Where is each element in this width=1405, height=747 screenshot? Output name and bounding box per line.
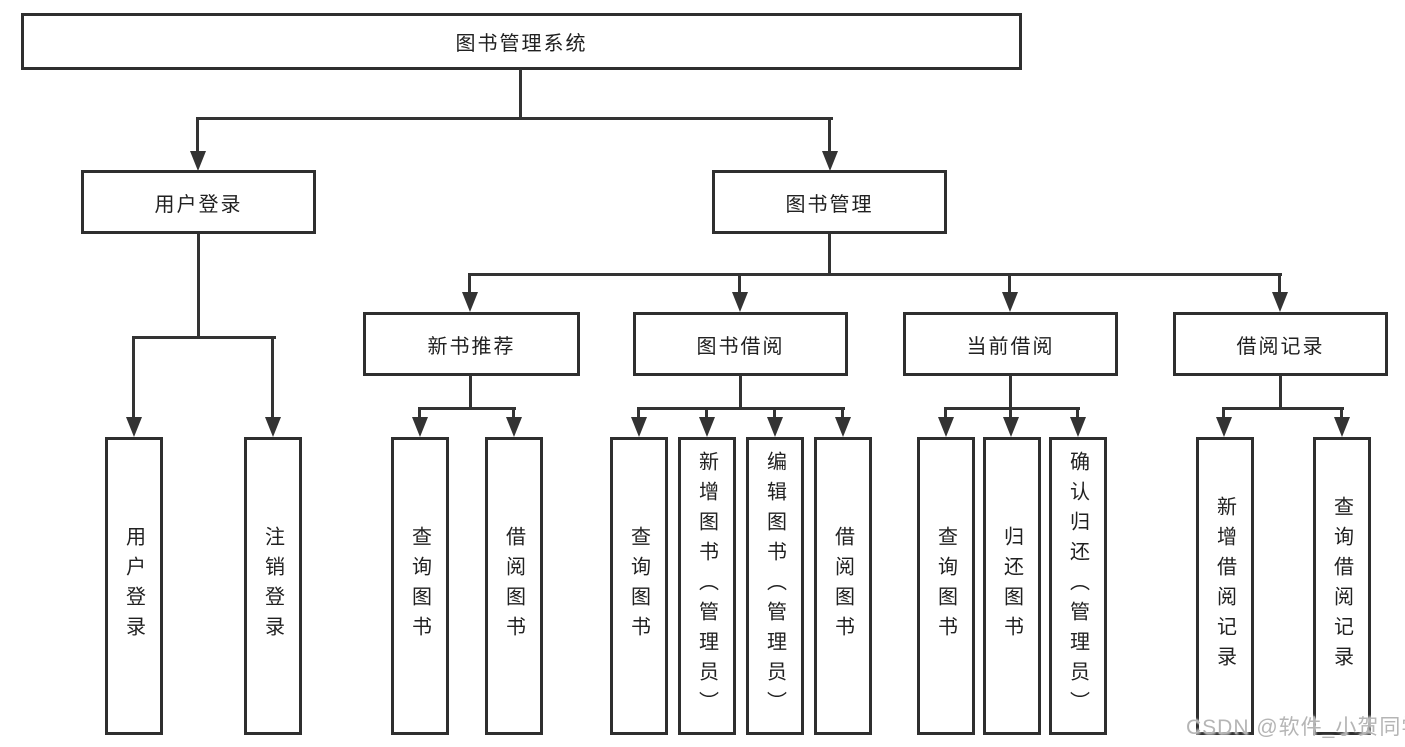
arrow-down-borrow-books-2 (835, 407, 851, 437)
node-edit-books-admin: 编辑图书（管理员） (746, 437, 804, 735)
node-label: 注销登录 (261, 526, 284, 646)
node-label: 新书推荐 (427, 335, 516, 358)
connector-user-login-rail (133, 336, 276, 339)
arrow-down-borrowing-records (1272, 273, 1288, 312)
node-label: 新增借阅记录 (1213, 496, 1236, 676)
node-label: 图书管理 (785, 193, 874, 216)
node-borrow-books-1: 借阅图书 (485, 437, 543, 735)
connector-borrowing-records-rail (1222, 407, 1344, 410)
node-book-management: 图书管理 (712, 170, 947, 234)
node-label: 借阅记录 (1236, 335, 1325, 358)
node-confirm-return-admin: 确认归还（管理员） (1049, 437, 1107, 735)
arrow-down-query-borrow-record (1334, 407, 1350, 437)
connector-user-login-stem (197, 234, 200, 337)
node-label: 借阅图书 (502, 526, 525, 646)
node-label: 图书管理系统 (455, 33, 588, 55)
connector-book-borrowing-stem (739, 375, 742, 409)
node-label: 用户登录 (122, 526, 145, 646)
arrow-down-query-books-2 (631, 407, 647, 437)
node-query-books-3: 查询图书 (917, 437, 975, 735)
arrow-down-login-leaf (126, 336, 142, 437)
arrow-down-book-borrowing (732, 273, 748, 312)
node-label: 图书借阅 (696, 335, 785, 358)
node-query-borrow-record: 查询借阅记录 (1313, 437, 1371, 735)
arrow-down-return-books (1003, 407, 1019, 437)
node-label: 当前借阅 (966, 335, 1055, 358)
node-label: 用户登录 (154, 193, 243, 216)
connector-new-book-stem (469, 375, 472, 409)
node-user-login: 用户登录 (81, 170, 316, 234)
connector-borrowing-records-stem (1279, 375, 1282, 409)
node-label: 确认归还（管理员） (1066, 451, 1089, 721)
arrow-down-add-borrow-record (1216, 407, 1232, 437)
node-label: 查询借阅记录 (1330, 496, 1353, 676)
node-current-borrowing: 当前借阅 (903, 312, 1118, 376)
node-user-login-leaf: 用户登录 (105, 437, 163, 735)
connector-book-management-rail (468, 273, 1282, 276)
arrow-down-logout-leaf (265, 336, 281, 437)
arrow-down-edit-books (767, 407, 783, 437)
arrow-down-confirm-return (1070, 407, 1086, 437)
node-label: 归还图书 (1000, 526, 1023, 646)
node-label: 编辑图书（管理员） (763, 451, 786, 721)
csdn-watermark: CSDN @软件_小贺同学 (1186, 716, 1405, 739)
arrow-down-new-book-recommendation (462, 273, 478, 312)
arrow-down-add-books (699, 407, 715, 437)
connector-root-stem (519, 69, 522, 117)
connector-current-borrowing-rail (944, 407, 1080, 410)
node-logout: 注销登录 (244, 437, 302, 735)
arrow-down-user-login (190, 117, 206, 171)
arrow-down-query-books-1 (412, 407, 428, 437)
node-book-borrowing: 图书借阅 (633, 312, 848, 376)
node-label: 查询图书 (408, 526, 431, 646)
node-borrow-books-2: 借阅图书 (814, 437, 872, 735)
node-library-management-system: 图书管理系统 (21, 13, 1022, 70)
connector-book-borrowing-rail (637, 407, 845, 410)
node-query-books-2: 查询图书 (610, 437, 668, 735)
node-label: 查询图书 (934, 526, 957, 646)
node-add-borrow-record: 新增借阅记录 (1196, 437, 1254, 735)
node-new-book-recommendation: 新书推荐 (363, 312, 580, 376)
node-add-books-admin: 新增图书（管理员） (678, 437, 736, 735)
connector-current-borrowing-stem (1009, 375, 1012, 409)
arrow-down-query-books-3 (938, 407, 954, 437)
connector-new-book-rail (419, 407, 516, 410)
node-return-books: 归还图书 (983, 437, 1041, 735)
node-borrowing-records: 借阅记录 (1173, 312, 1388, 376)
arrow-down-borrow-books-1 (506, 407, 522, 437)
node-query-books-1: 查询图书 (391, 437, 449, 735)
connector-root-rail (197, 117, 833, 120)
arrow-down-book-management (822, 117, 838, 171)
connector-book-management-stem (828, 234, 831, 276)
node-label: 查询图书 (627, 526, 650, 646)
node-label: 借阅图书 (831, 526, 854, 646)
arrow-down-current-borrowing (1002, 273, 1018, 312)
node-label: 新增图书（管理员） (695, 451, 718, 721)
